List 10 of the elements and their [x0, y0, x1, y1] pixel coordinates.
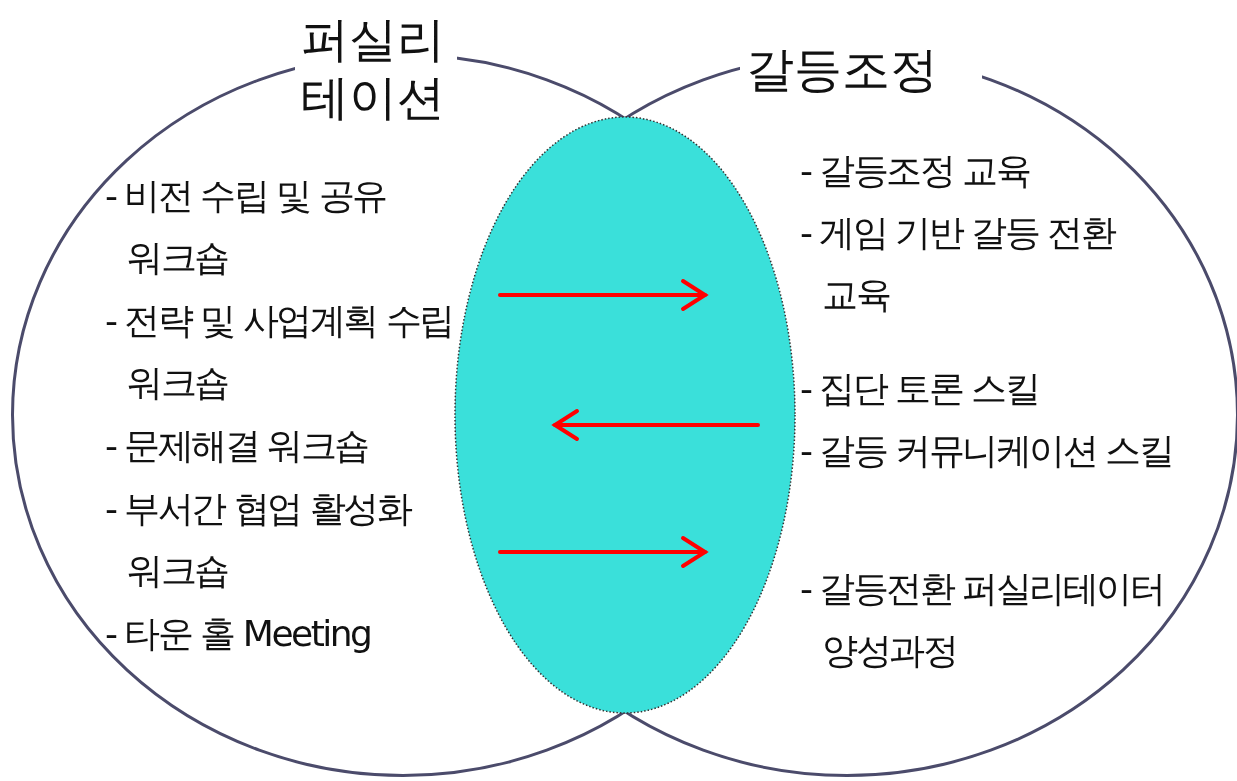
list-item: - 타운 홀 Meeting — [105, 612, 372, 656]
list-item: - 갈등 커뮤니케이션 스킬 — [800, 429, 1174, 473]
list-item: - 부서간 협업 활성화 워크숍 — [105, 487, 412, 593]
list-item: - 비전 수립 및 공유 워크숍 — [105, 174, 387, 280]
list-item: - 집단 토론 스킬 — [800, 367, 1040, 411]
list-item: - 갈등조정 교육 — [800, 149, 1031, 193]
list-item: - 전략 및 사업계획 수립 워크숍 — [105, 299, 454, 405]
list-item: - 게임 기반 갈등 전환 교육 — [800, 211, 1116, 317]
list-item: - 문제해결 워크숍 — [105, 424, 369, 468]
list-item: - 갈등전환 퍼실리테이터 양성과정 — [800, 567, 1165, 673]
